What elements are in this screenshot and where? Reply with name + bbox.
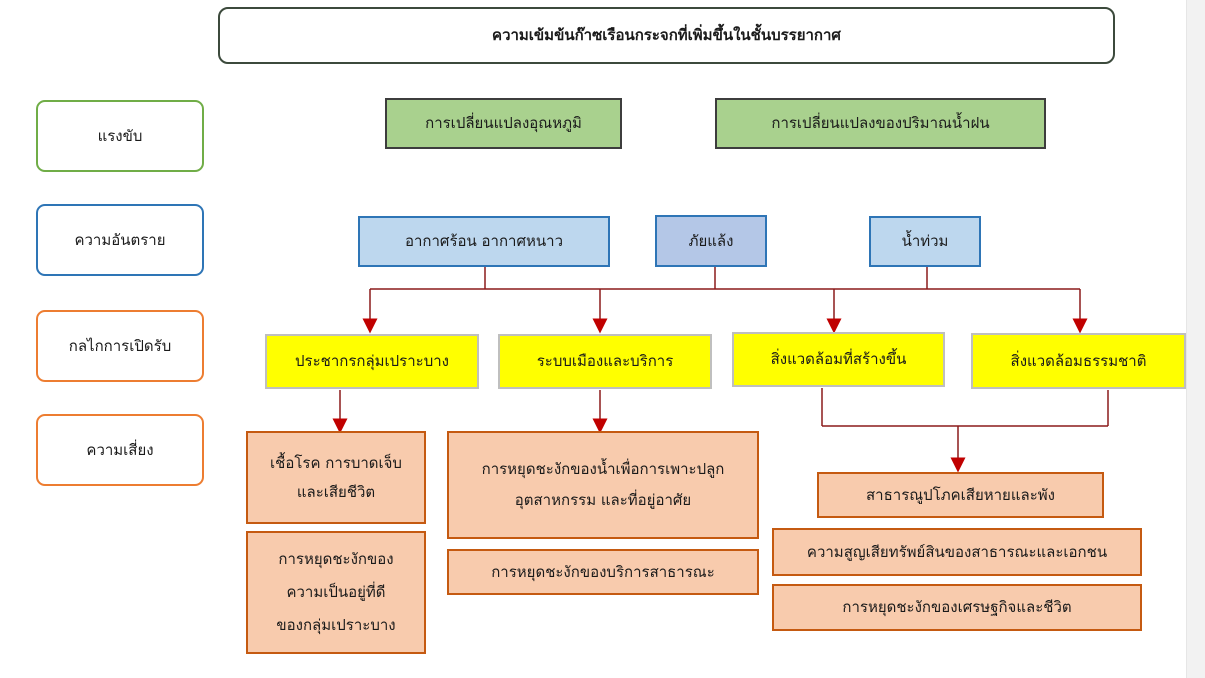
risk-utilities-damage: สาธารณูปโภคเสียหายและพัง	[817, 472, 1104, 518]
driver-rainfall: การเปลี่ยนแปลงของปริมาณน้ำฝน	[715, 98, 1046, 149]
risk-water-disruption: การหยุดชะงักของน้ำเพื่อการเพาะปลูก อุตสา…	[447, 431, 759, 539]
hazard-flood: น้ำท่วม	[869, 216, 981, 267]
risk-economy-life-disruption: การหยุดชะงักของเศรษฐกิจและชีวิต	[772, 584, 1142, 631]
exposure-vulnerable-population: ประชากรกลุ่มเปราะบาง	[265, 334, 479, 389]
exposure-built-environment: สิ่งแวดล้อมที่สร้างขึ้น	[732, 332, 945, 387]
risk-public-service-disruption: การหยุดชะงักของบริการสาธารณะ	[447, 549, 759, 595]
risk-disease-injury-death: เชื้อโรค การบาดเจ็บ และเสียชีวิต	[246, 431, 426, 524]
side-label-hazards: ความอันตราย	[36, 204, 204, 276]
risk-water-line2: อุตสาหกรรม และที่อยู่อาศัย	[514, 491, 692, 509]
risk-water-line1: การหยุดชะงักของน้ำเพื่อการเพาะปลูก	[481, 459, 725, 478]
exposure-natural-environment: สิ่งแวดล้อมธรรมชาติ	[971, 333, 1186, 389]
risk-disease-line2: และเสียชีวิต	[296, 482, 376, 501]
risk-disease-line1: เชื้อโรค การบาดเจ็บ	[270, 454, 402, 472]
risk-property-loss: ความสูญเสียทรัพย์สินของสาธารณะและเอกชน	[772, 528, 1142, 576]
risk-wellbeing-line2: ความเป็นอยู่ที่ดี	[286, 583, 386, 601]
side-label-risks: ความเสี่ยง	[36, 414, 204, 486]
side-label-drivers: แรงขับ	[36, 100, 204, 172]
exposure-urban-systems: ระบบเมืองและบริการ	[498, 334, 712, 389]
risk-wellbeing-line1: การหยุดชะงักของ	[278, 550, 394, 568]
risk-wellbeing-disruption: การหยุดชะงักของ ความเป็นอยู่ที่ดี ของกลุ…	[246, 531, 426, 654]
diagram-title: ความเข้มข้นก๊าซเรือนกระจกที่เพิ่มขึ้นในช…	[218, 7, 1115, 64]
side-label-exposure: กลไกการเปิดรับ	[36, 310, 204, 382]
driver-temperature: การเปลี่ยนแปลงอุณหภูมิ	[385, 98, 622, 149]
risk-wellbeing-line3: ของกลุ่มเปราะบาง	[276, 616, 396, 634]
hazard-heat-cold: อากาศร้อน อากาศหนาว	[358, 216, 610, 267]
vertical-scrollbar[interactable]	[1186, 0, 1205, 678]
hazard-drought: ภัยแล้ง	[655, 215, 767, 267]
